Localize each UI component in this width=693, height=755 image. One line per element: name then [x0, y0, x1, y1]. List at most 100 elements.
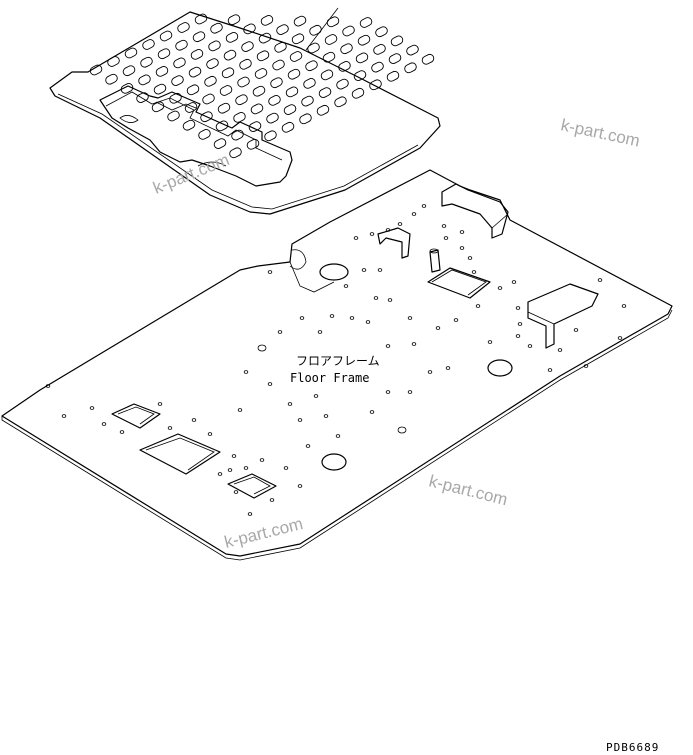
bolt-hole [527, 344, 533, 348]
mat-cell [225, 32, 239, 43]
mat-cell [206, 58, 219, 69]
bolt-hole [227, 468, 233, 472]
bolt-hole [435, 326, 441, 330]
bolt-hole [353, 236, 359, 240]
bolt-hole [557, 348, 563, 352]
frame-rear-curve [289, 249, 307, 270]
mat-cell [326, 16, 340, 28]
bolt-hole [317, 330, 323, 334]
mat-cell [342, 25, 355, 37]
bolt-hole [497, 286, 503, 290]
mat-cell [404, 62, 417, 74]
frame-thickness [1, 309, 673, 561]
mat-cell [105, 73, 118, 85]
mat-cell [359, 17, 373, 28]
mat-cell [186, 84, 200, 96]
bolt-hole [373, 296, 379, 300]
label-english: Floor Frame [290, 371, 369, 385]
bolt-hole [421, 204, 427, 208]
bolt-hole [467, 256, 473, 260]
frame-opening-3 [111, 403, 161, 429]
mat-cell [140, 56, 153, 68]
floor-frame [1, 169, 673, 561]
mat-cell [309, 24, 322, 36]
bolt-hole [45, 384, 51, 388]
bolt-hole [385, 390, 391, 394]
bolt-hole [361, 268, 367, 272]
bolt-hole [459, 230, 465, 234]
frame-bracket-side [527, 283, 599, 349]
leader-line [305, 7, 339, 51]
mat-cell [235, 94, 248, 106]
bolt-hole [287, 402, 293, 406]
bolt-hole [207, 432, 213, 436]
mat-cell [243, 23, 256, 35]
frame-round-hole-2 [487, 359, 513, 377]
bolt-hole [61, 414, 67, 418]
mat-cell [155, 66, 169, 77]
mat-cell [254, 68, 268, 79]
mat-cell [237, 76, 250, 88]
mat-cell [246, 138, 260, 150]
mat-cell [208, 40, 221, 52]
bolt-hole [259, 458, 265, 462]
bolt-hole [167, 426, 173, 430]
bolt-hole [407, 390, 413, 394]
mat-cell [305, 60, 318, 72]
mat-cell [272, 59, 285, 71]
mat-cell [421, 53, 435, 65]
bolt-hole [387, 298, 393, 302]
mat-cell [250, 103, 264, 115]
bolt-hole [191, 418, 197, 422]
bolt-hole [453, 318, 459, 322]
mat-cell [200, 111, 213, 123]
drawing-code: PDB6689 [606, 741, 659, 754]
mat-cell [256, 50, 270, 62]
mat-cutout-step [155, 101, 197, 111]
bolt-hole [157, 402, 163, 406]
watermark: k-part.com [150, 150, 232, 198]
mat-cell [227, 14, 241, 26]
mat-cell [336, 78, 349, 90]
mat-cell [281, 121, 295, 133]
bolt-hole [621, 304, 627, 308]
mat-edge [57, 93, 419, 210]
bolt-hole [511, 280, 517, 284]
bolt-hole [267, 382, 273, 386]
mat-cell [124, 47, 138, 59]
mat-cell [375, 26, 388, 38]
mat-cell [318, 87, 332, 98]
bolt-hole [411, 212, 417, 216]
mat-outline [49, 11, 441, 215]
mat-cell [122, 65, 136, 77]
bolt-hole [397, 222, 403, 226]
bolt-hole [617, 336, 623, 340]
mat-cell [217, 102, 231, 114]
frame-post [429, 249, 441, 273]
frame-opening-4 [227, 473, 277, 499]
mat-cell [270, 77, 283, 89]
bolt-hole [385, 344, 391, 348]
mat-cell [107, 56, 120, 67]
mat-cell [159, 30, 173, 42]
mat-cell [264, 130, 277, 142]
bolt-hole [267, 270, 273, 274]
mat-arc [197, 161, 227, 167]
mat-cell [390, 35, 404, 47]
mat-cell [303, 78, 316, 89]
mat-cell [334, 96, 347, 108]
mat-cell [301, 95, 314, 107]
mat-cell [320, 69, 334, 81]
mat-cell [299, 113, 312, 125]
mat-cell [157, 48, 171, 60]
bolt-hole [443, 236, 449, 240]
mat-cell [283, 104, 297, 115]
bolt-hole [547, 368, 553, 372]
mat-cell [190, 49, 204, 60]
mat-cell [274, 41, 287, 53]
bolt-hole [487, 340, 493, 344]
frame-small-hole [397, 426, 407, 434]
label-japanese: フロアフレーム [296, 354, 380, 368]
mat-cell [386, 70, 400, 82]
watermark: k-part.com [222, 514, 305, 552]
